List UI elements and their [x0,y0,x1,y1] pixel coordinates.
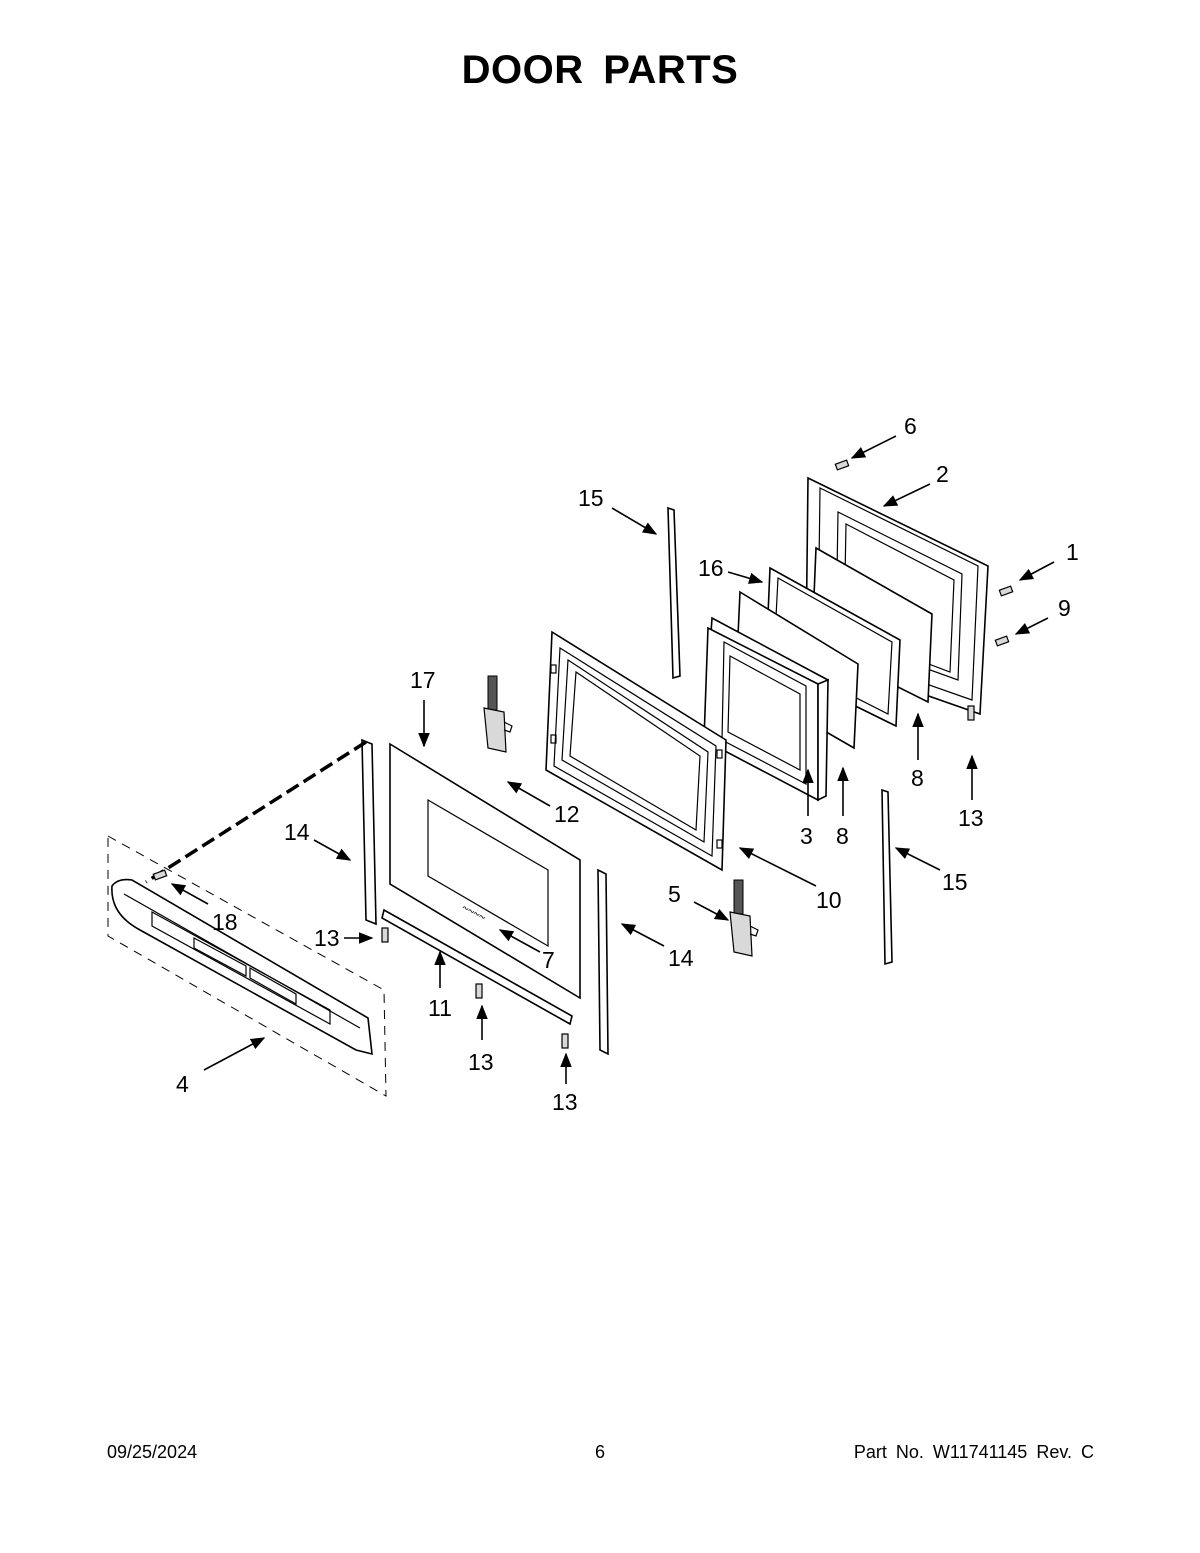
callout-8-middle: 8 [836,823,849,849]
hinge-upper [483,675,513,753]
door-liner [545,630,727,872]
callout-5: 5 [668,881,681,907]
left-side-trim-upper [361,738,377,926]
door-bottom-trim [381,908,573,1026]
alignment-line [145,740,367,884]
callout-6: 6 [904,413,917,439]
callout-3: 3 [800,823,813,849]
outer-door-glass: ~~~~ [389,742,581,1000]
callout-15-lower: 15 [942,869,968,895]
callout-1: 1 [1066,539,1079,565]
callout-labels: 6 2 1 9 15 16 17 12 8 3 8 13 14 15 5 10 … [176,413,1079,1115]
callout-14-left: 14 [284,819,310,845]
glass-retainer [703,616,829,802]
callout-15-upper: 15 [578,485,604,511]
footer-date: 09/25/2024 [107,1442,198,1462]
callout-16: 16 [698,555,724,581]
screws [152,459,1014,1049]
callout-11: 11 [428,995,452,1021]
callout-4: 4 [176,1071,189,1097]
page-title: DOOR PARTS [461,48,739,92]
callout-12: 12 [554,801,580,827]
callout-13-left: 13 [314,925,340,951]
callout-18: 18 [212,909,238,935]
callout-13-center: 13 [468,1049,494,1075]
callout-13-right: 13 [958,805,984,831]
callout-9: 9 [1058,595,1071,621]
callout-14-right: 14 [668,945,694,971]
door-handle-panel [107,835,387,1097]
callout-2: 2 [936,461,949,487]
right-side-trim-lower [881,788,893,966]
callout-10: 10 [816,887,842,913]
callout-7: 7 [542,947,555,973]
callout-13-bottom: 13 [552,1089,578,1115]
callout-8-right: 8 [911,765,924,791]
hinge-lower [729,879,759,957]
callout-17: 17 [410,667,436,693]
footer-page-number: 6 [594,1442,605,1462]
leader-arrows [170,435,1055,1084]
footer-part-number: Part No. W11741145 Rev. C [853,1442,1094,1462]
right-side-trim-upper [667,506,681,680]
left-side-trim-lower [597,868,609,1056]
